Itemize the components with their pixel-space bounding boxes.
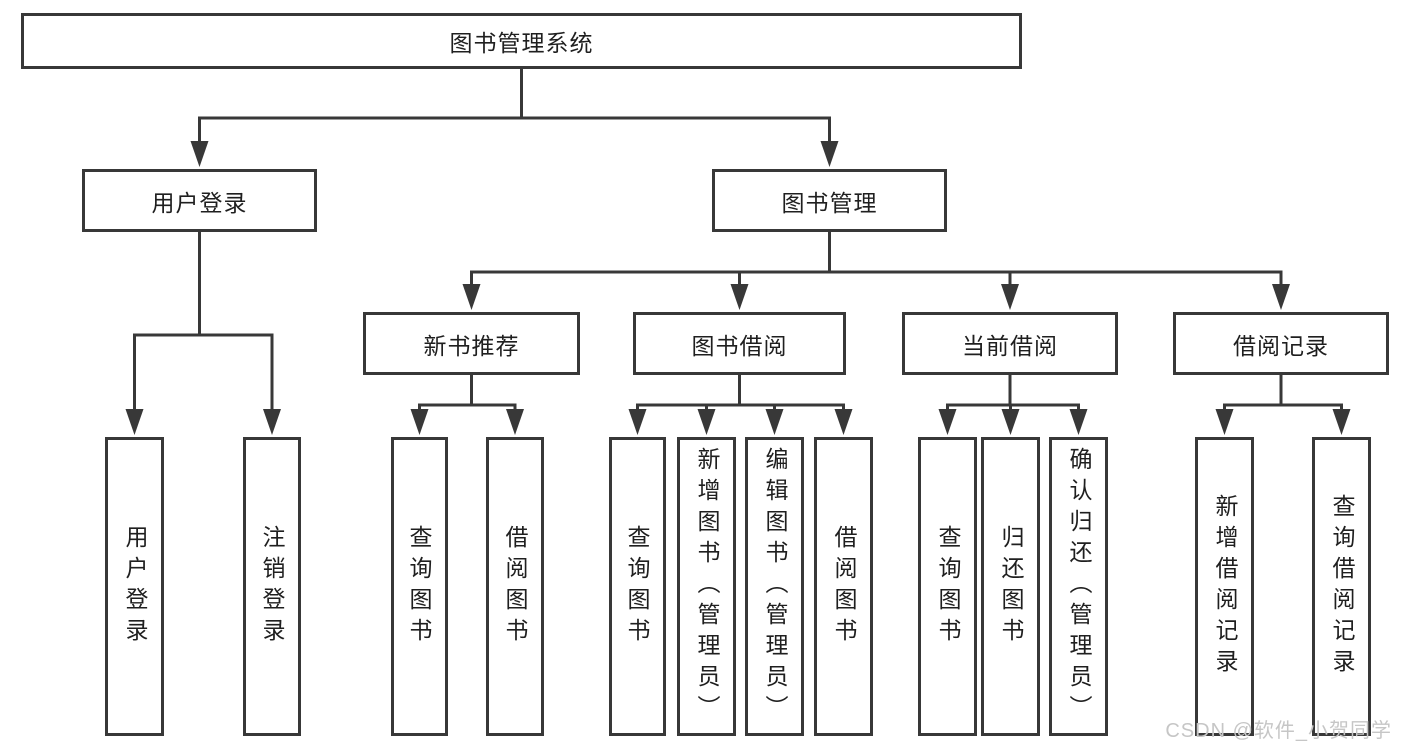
node-library-management-system: 图书管理系统 [21,13,1022,69]
arrowhead [730,284,749,310]
node-new-book-recommend: 新书推荐 [363,312,580,375]
node-current-borrow: 当前借阅 [902,312,1118,375]
arrowhead [1069,409,1088,435]
arrowhead [410,409,429,435]
arrowhead [628,409,647,435]
leaf-borrow-query-books: 查询图书 [609,437,666,736]
connector-borrow-records-children [1215,374,1351,435]
leaf-borrow-books: 借阅图书 [814,437,873,736]
arrowhead [697,409,716,435]
leaf-logout: 注销登录 [243,437,301,736]
connector-book-management-children [462,232,1290,310]
arrowhead [1332,409,1351,435]
leaf-add-books-admin: 新增图书（管理员） [677,437,736,736]
leaf-recommend-borrow-books: 借阅图书 [486,437,544,736]
leaf-edit-books-admin: 编辑图书（管理员） [745,437,804,736]
arrowhead [506,409,524,435]
leaf-confirm-return-admin: 确认归还（管理员） [1049,437,1108,736]
leaf-add-borrow-record: 新增借阅记录 [1195,437,1254,736]
leaf-recommend-query-books: 查询图书 [391,437,448,736]
arrowhead [834,409,853,435]
arrowhead [1001,284,1019,310]
arrowhead [125,409,144,435]
arrowhead [820,141,839,167]
arrowhead [1001,409,1020,435]
leaf-query-borrow-record: 查询借阅记录 [1312,437,1371,736]
leaf-current-query-books: 查询图书 [918,437,977,736]
connector-user-login-children [125,232,281,435]
arrowhead [263,409,281,435]
node-user-login: 用户登录 [82,169,317,232]
arrowhead [462,284,481,310]
arrowhead [190,141,209,167]
arrowhead [1272,284,1290,310]
arrowhead [938,409,957,435]
connector-root-to-level1 [190,68,839,167]
arrowhead [765,409,784,435]
leaf-user-login: 用户登录 [105,437,164,736]
watermark: CSDN @软件_小贺同学 [1165,720,1392,742]
node-book-borrow: 图书借阅 [633,312,846,375]
node-book-management: 图书管理 [712,169,947,232]
connector-new-book-recommend-children [410,374,524,435]
connector-book-borrow-children [628,374,853,435]
leaf-return-books: 归还图书 [981,437,1040,736]
connector-current-borrow-children [938,374,1088,435]
arrowhead [1215,409,1234,435]
node-borrow-records: 借阅记录 [1173,312,1389,375]
